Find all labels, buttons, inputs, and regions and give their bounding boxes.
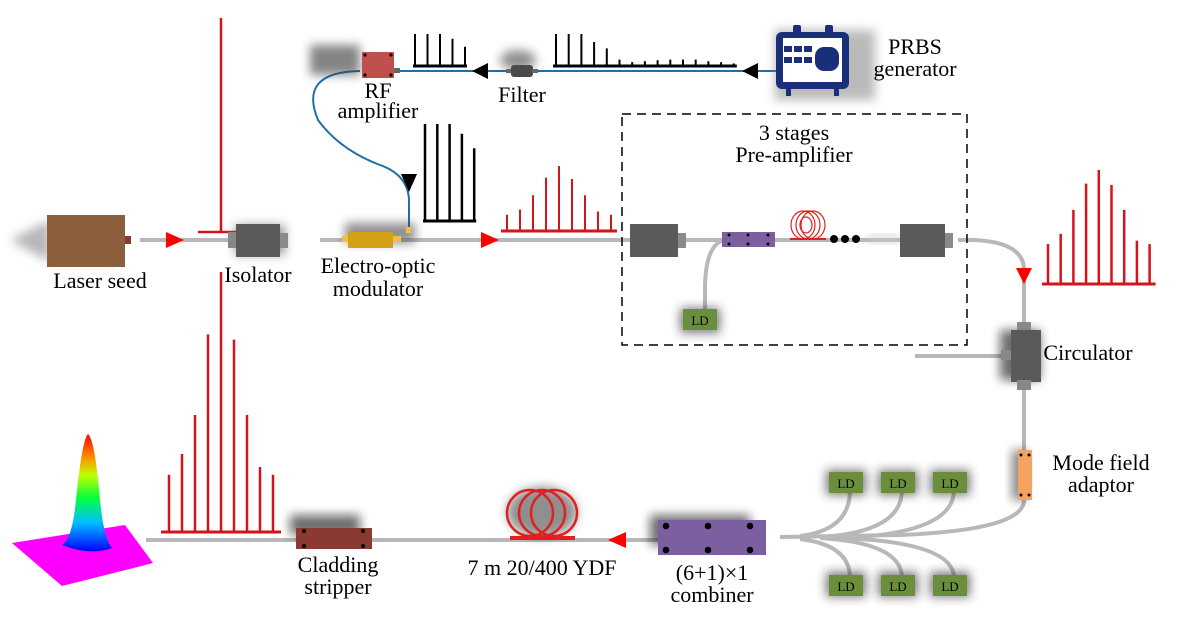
svg-text:LD: LD xyxy=(889,476,906,491)
arrow-icon xyxy=(472,63,488,79)
arrow-icon xyxy=(166,232,184,248)
label-isolator: Isolator xyxy=(224,262,292,287)
prbs-generator: PRBS generator xyxy=(775,25,957,100)
label-circulator: Circulator xyxy=(1043,340,1133,365)
label-rf-line1: RF xyxy=(365,78,392,103)
arrow-icon xyxy=(481,232,499,248)
electro-optic-modulator: Electro-optic modulator xyxy=(321,223,436,301)
label-cs-line1: Cladding xyxy=(298,552,379,577)
svg-text:LD: LD xyxy=(837,476,854,491)
beam-profile-icon xyxy=(12,434,153,586)
label-prbs-line1: PRBS xyxy=(888,34,942,59)
svg-text:LD: LD xyxy=(941,579,958,594)
arrow-icon xyxy=(401,174,417,192)
ld-5: LD xyxy=(878,572,918,597)
ld-2: LD xyxy=(878,470,918,495)
ld-3: LD xyxy=(930,470,970,495)
label-cs-line2: stripper xyxy=(304,574,372,599)
svg-text:LD: LD xyxy=(889,579,906,594)
label-preamp-line2: Pre-amplifier xyxy=(735,142,853,167)
arrow-icon xyxy=(1016,268,1032,284)
label-eom-line2: modulator xyxy=(333,276,424,301)
spectrum-filtered-rf xyxy=(413,34,467,68)
isolator: Isolator xyxy=(224,224,292,287)
svg-text:LD: LD xyxy=(837,579,854,594)
label-rf-line2: amplifier xyxy=(338,98,419,123)
circulator: Circulator xyxy=(1000,322,1133,390)
spectrum-after-preamp xyxy=(1042,170,1156,286)
ld-4: LD xyxy=(826,572,866,597)
arrow-icon xyxy=(742,63,758,79)
spectrum-output xyxy=(161,272,281,534)
rf-arrows xyxy=(401,63,758,192)
arrow-icon xyxy=(608,532,626,548)
label-filter: Filter xyxy=(498,82,546,107)
label-preamp-line1: 3 stages xyxy=(759,120,829,145)
rf-amplifier: RF amplifier xyxy=(310,45,419,123)
svg-text:LD: LD xyxy=(941,476,958,491)
label-ld: LD xyxy=(691,313,708,328)
pump-diodes: LD LD LD LD LD LD xyxy=(826,470,970,597)
mode-field-adaptor: Mode field adaptor xyxy=(1012,450,1150,500)
gain-fiber-coil-icon xyxy=(790,210,826,240)
label-mfa-line2: adaptor xyxy=(1068,472,1135,497)
spectrum-after-eom xyxy=(501,166,617,233)
label-mfa-line1: Mode field xyxy=(1052,450,1149,475)
ydf-coil: 7 m 20/400 YDF xyxy=(468,487,617,580)
label-eom-line1: Electro-optic xyxy=(321,253,436,278)
pump-combiner: (6+1)×1 combiner xyxy=(650,515,766,607)
label-laser-seed: Laser seed xyxy=(53,268,146,293)
laser-seed: Laser seed xyxy=(10,215,147,293)
spectrum-prbs-rf xyxy=(553,34,737,68)
label-combiner-line1: (6+1)×1 xyxy=(676,560,748,585)
ld-1: LD xyxy=(826,470,866,495)
ld-6: LD xyxy=(930,572,970,597)
label-ydf: 7 m 20/400 YDF xyxy=(468,555,617,580)
label-prbs-line2: generator xyxy=(873,56,957,81)
preamplifier-stage: 3 stages Pre-amplifier LD xyxy=(621,113,968,346)
rf-filter: Filter xyxy=(498,50,547,107)
spectrum-seed xyxy=(198,18,243,234)
label-combiner-line2: combiner xyxy=(670,582,754,607)
rf-cables xyxy=(312,70,780,232)
spectrum-amplified-rf xyxy=(423,124,477,223)
cladding-stripper: Cladding stripper xyxy=(290,515,378,599)
